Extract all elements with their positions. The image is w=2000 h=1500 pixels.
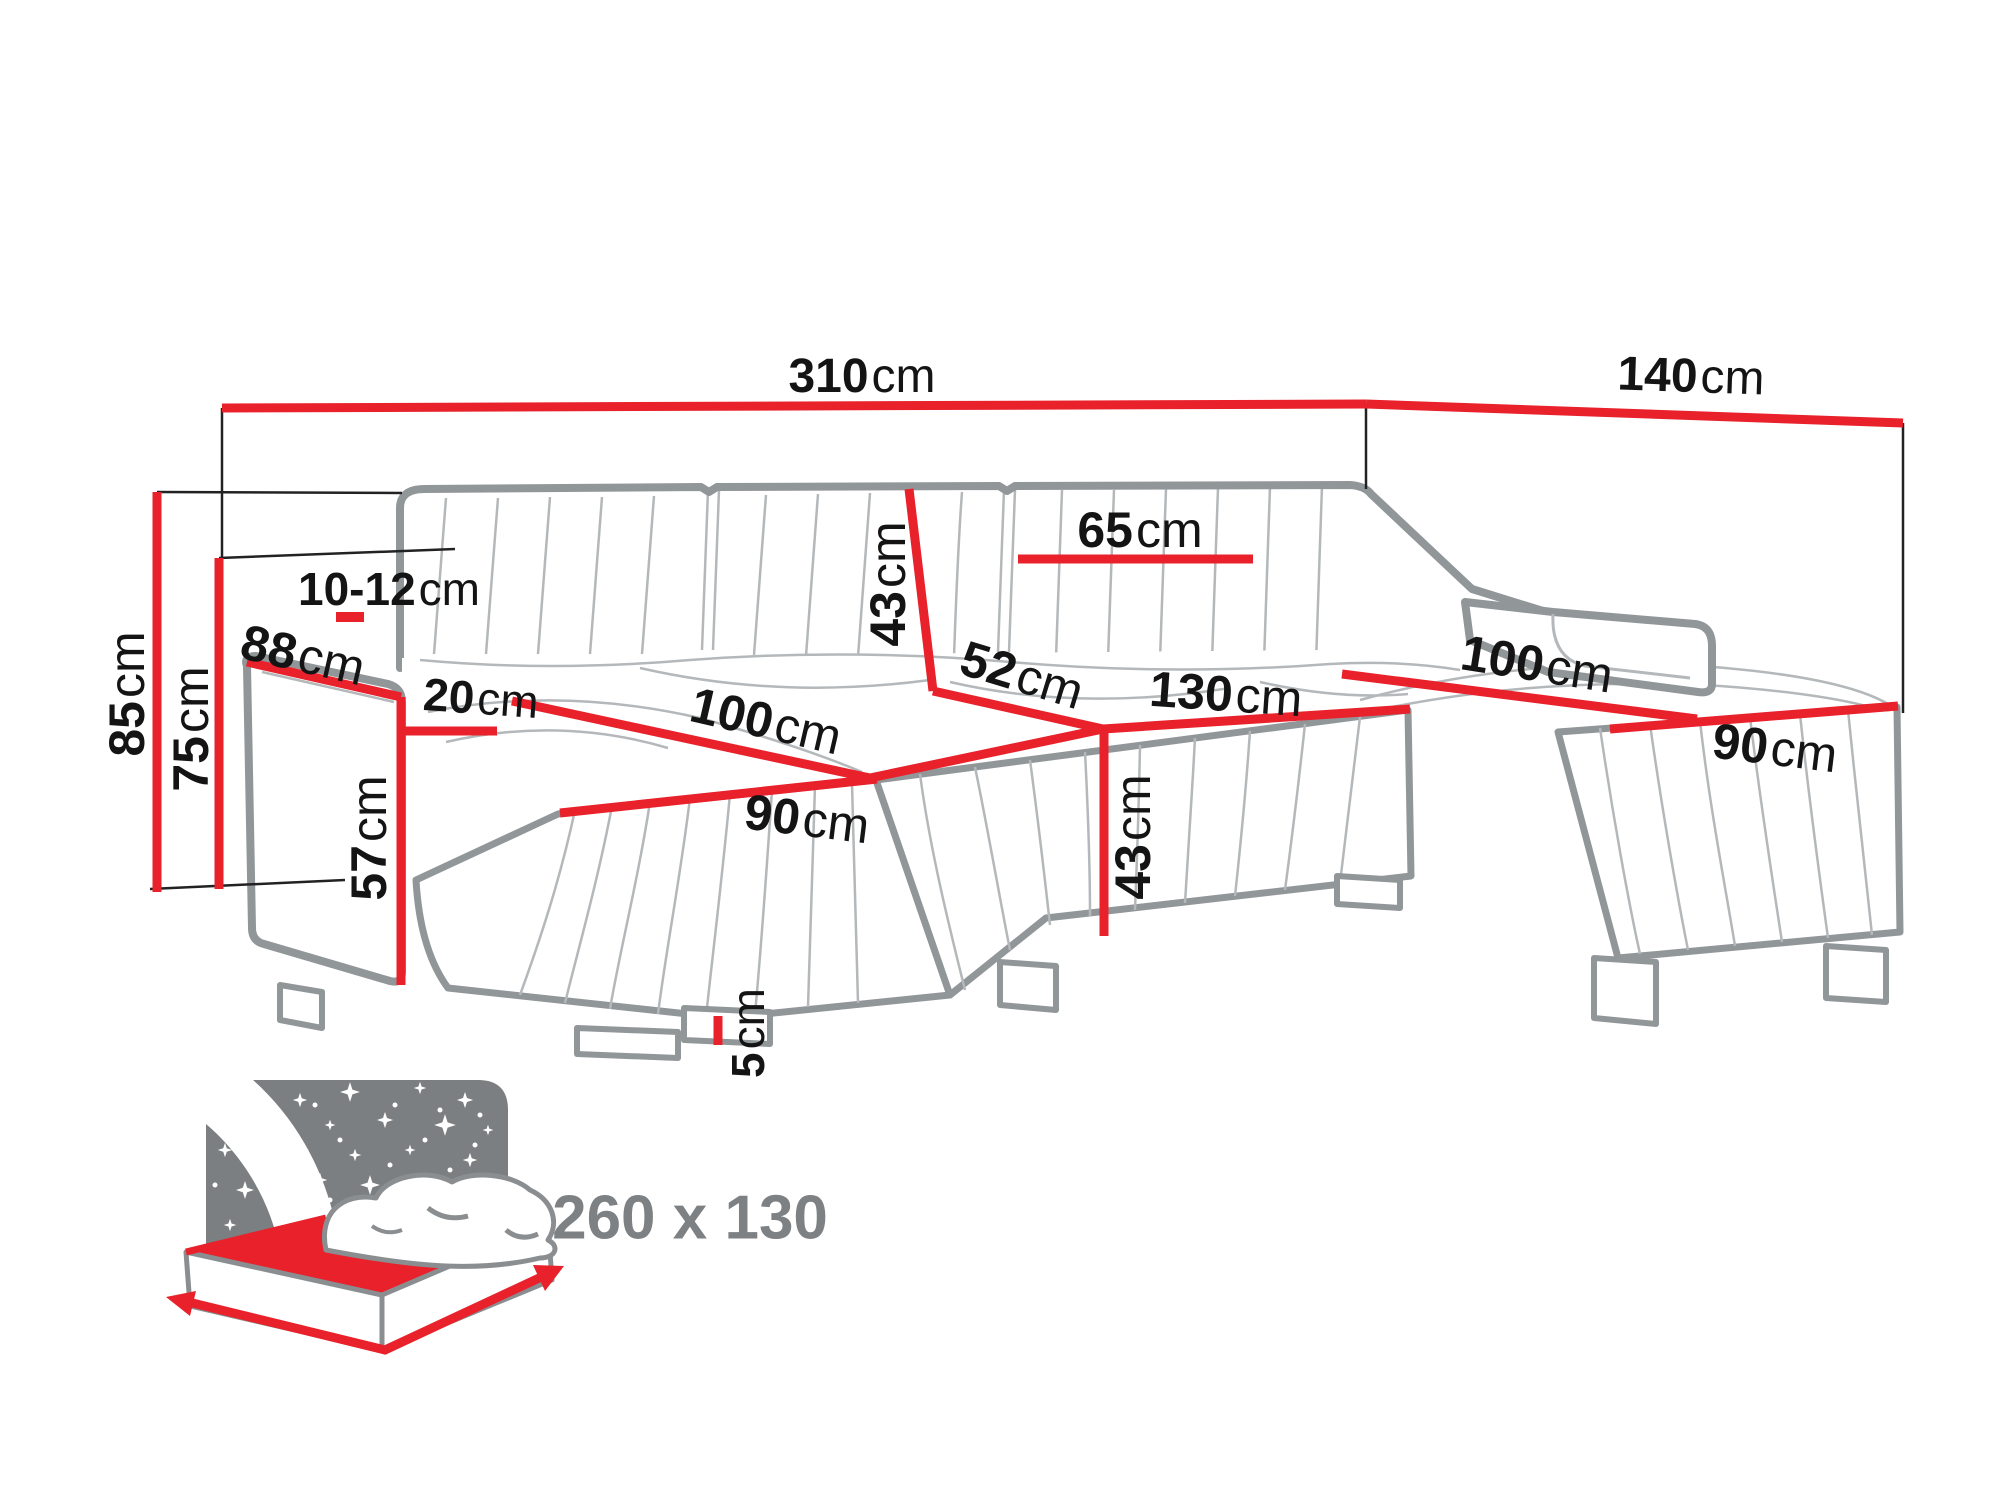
line-52 (932, 686, 1104, 734)
line-88 (246, 657, 402, 702)
line-100-right (1341, 669, 1698, 724)
bed-icon (166, 1080, 564, 1355)
right-armrest (1461, 598, 1716, 697)
sleeping-area-size-label: 260 x 130 (552, 1183, 828, 1253)
line-90-left (559, 774, 878, 818)
dim-right-chaise-width-label: 90cm (1709, 712, 1841, 784)
dim-backrest-gap-label: 10-12cm (298, 563, 480, 615)
line-100-left (511, 696, 871, 783)
dim-back-height-label: 75cm (163, 666, 219, 792)
sofa-backrest-edges (396, 481, 1560, 672)
dim-armrest-width-label: 20cm (421, 668, 541, 728)
sofa-seat-surface (402, 648, 1900, 814)
left-chaise (412, 776, 954, 1022)
line-90-right (1609, 701, 1899, 734)
sofa-legs (277, 873, 1889, 1061)
dim-seat-height-label: 43cm (1105, 774, 1161, 900)
dim-left-chaise-width-label: 90cm (741, 783, 873, 855)
line-43-upper (904, 488, 938, 692)
dim-backrest-height-label: 43cm (860, 521, 916, 647)
sofa-backrest-tufting (432, 485, 1324, 664)
dim-middle-seat-width-label: 130cm (1147, 660, 1305, 728)
dimension-lines (152, 399, 1904, 1045)
dim-right-depth-label: 140cm (1616, 347, 1766, 406)
bed-icon-arrow (166, 1265, 564, 1355)
line-140 (1365, 399, 1904, 428)
line-310 (221, 399, 1367, 413)
line-junction (869, 724, 1104, 783)
dim-back-cushion-width-label: 65cm (1077, 502, 1203, 558)
sofa-backrest (400, 485, 1560, 668)
dim-armrest-height-label: 57cm (341, 775, 397, 901)
dim-total-width-label: 310cm (788, 350, 936, 403)
bed-icon-duvet (322, 1172, 558, 1269)
middle-section (872, 706, 1415, 999)
dim-total-height-label: 85cm (99, 631, 155, 757)
line-130 (1102, 704, 1411, 734)
dim-leg-height-label: 5cm (722, 988, 774, 1078)
